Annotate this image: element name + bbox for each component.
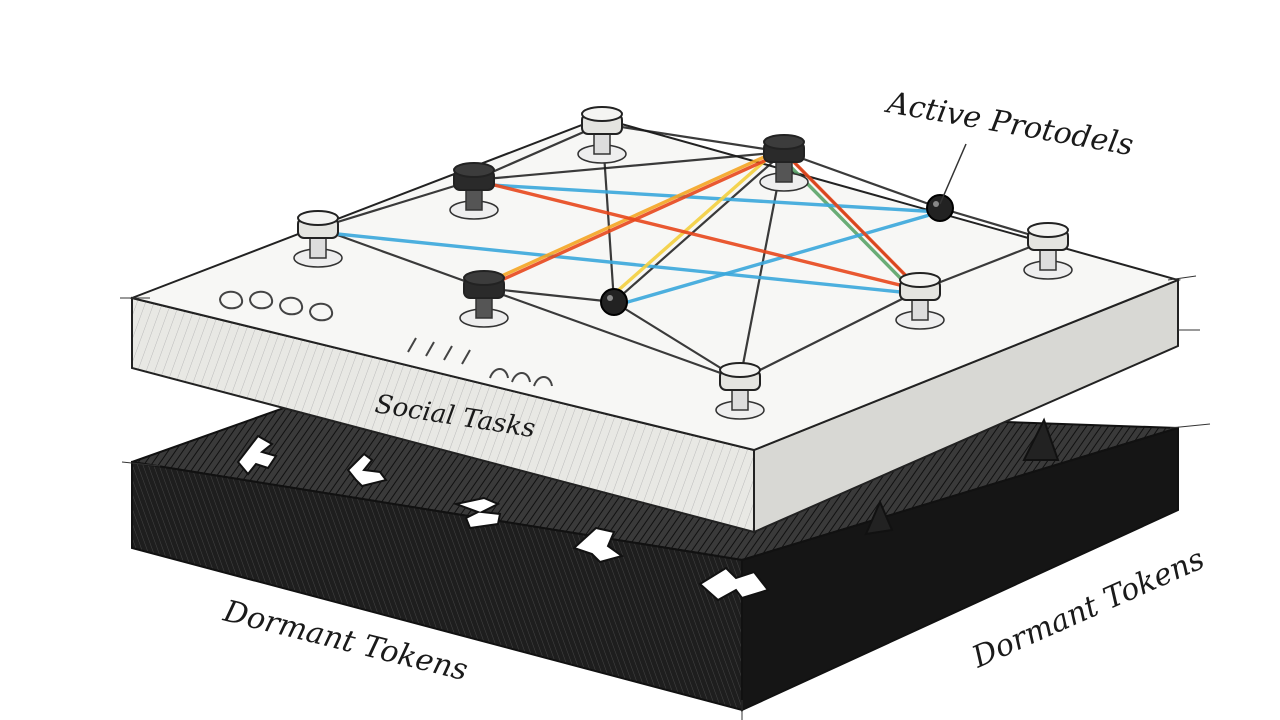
edge-D-E-ink: [782, 150, 942, 210]
node-G: [459, 270, 509, 328]
top-slab-top-face: [128, 116, 1182, 452]
surface-scribbles: [219, 290, 553, 387]
node-E: [926, 194, 954, 222]
edge-H-D-yellow: [612, 142, 786, 296]
edge-G-A-ink: [316, 226, 486, 290]
node-H: [600, 288, 628, 316]
scribble: [219, 290, 334, 322]
edge-D-H-ink: [612, 150, 786, 304]
dormant-cone-tokens: [864, 417, 1060, 536]
edge-H-J-ink: [612, 300, 742, 382]
edge-A-I-blue: [316, 230, 922, 296]
label-active-protodels: Active Protodels: [882, 85, 1136, 163]
edge-F-I-ink: [918, 238, 1050, 292]
edge-C-D-ink: [600, 122, 786, 154]
node-D: [759, 134, 809, 192]
node-B: [449, 162, 499, 220]
cone-token: [1022, 417, 1060, 461]
top-layer-social: [120, 116, 1200, 534]
node-F: [1023, 222, 1073, 280]
node-J: [715, 362, 765, 420]
dormant-token-glyph: [572, 526, 625, 564]
network-nodes: [293, 106, 1073, 420]
network-edges: [316, 122, 1050, 382]
node-A: [293, 210, 343, 268]
scribble: [407, 337, 471, 365]
sketch-line: [121, 461, 161, 467]
edge-D-I-red: [782, 150, 922, 292]
edge-B-I-red: [472, 178, 922, 292]
scribble: [489, 368, 553, 387]
dormant-token-glyph: [236, 434, 278, 476]
edge-B-C-ink: [472, 122, 604, 182]
edge-J-G-ink: [482, 286, 742, 382]
edge-A-B-ink: [316, 178, 476, 230]
cone-token: [864, 499, 894, 536]
dormant-token-glyphs: [236, 434, 770, 602]
dormant-token-glyph: [698, 566, 770, 602]
edge-G-H-ink: [482, 286, 616, 304]
sketch-line: [1169, 423, 1211, 429]
edge-H-E-blue: [612, 210, 942, 308]
active-label-leader: [939, 143, 967, 205]
dormant-token-glyph: [346, 452, 388, 488]
sketch-line: [1167, 275, 1197, 281]
edge-B-D-ink: [472, 150, 786, 182]
node-C: [577, 106, 627, 164]
node-I: [895, 272, 945, 330]
edge-I-J-ink: [738, 288, 922, 382]
edge-B-E-blue: [472, 182, 942, 214]
bottom-slab-side-face: [741, 426, 1179, 712]
edge-G-D-orange: [482, 146, 786, 286]
dormant-token-glyph: [452, 496, 502, 530]
